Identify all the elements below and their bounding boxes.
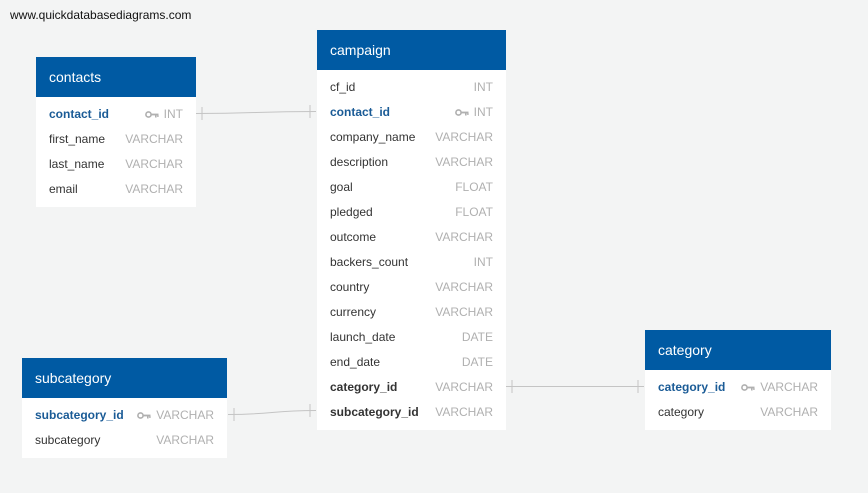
field-name: company_name xyxy=(330,130,416,144)
field-name: cf_id xyxy=(330,80,356,94)
field-name: launch_date xyxy=(330,330,396,344)
field-type: VARCHAR xyxy=(760,405,818,419)
field-row[interactable]: contact_id INT xyxy=(317,100,506,125)
field-row[interactable]: subcategory VARCHAR xyxy=(22,428,227,453)
field-type: VARCHAR xyxy=(760,380,818,394)
field-row[interactable]: cf_id INT xyxy=(317,75,506,100)
field-name: category_id xyxy=(330,380,398,394)
field-type: VARCHAR xyxy=(125,157,183,171)
field-type: INT xyxy=(473,105,493,119)
field-type: VARCHAR xyxy=(435,305,493,319)
field-row[interactable]: first_name VARCHAR xyxy=(36,127,196,152)
field-row[interactable]: pledged FLOAT xyxy=(317,200,506,225)
entity-title[interactable]: campaign xyxy=(317,30,506,70)
field-type: FLOAT xyxy=(455,180,493,194)
field-row[interactable]: country VARCHAR xyxy=(317,275,506,300)
field-type: VARCHAR xyxy=(156,433,214,447)
field-row[interactable]: company_name VARCHAR xyxy=(317,125,506,150)
field-name: category_id xyxy=(658,380,726,394)
field-row[interactable]: subcategory_id VARCHAR xyxy=(22,403,227,428)
field-type: VARCHAR xyxy=(435,405,493,419)
field-name: backers_count xyxy=(330,255,409,269)
watermark: www.quickdatabasediagrams.com xyxy=(10,8,192,22)
field-row[interactable]: contact_id INT xyxy=(36,102,196,127)
field-row[interactable]: email VARCHAR xyxy=(36,177,196,202)
field-name: contact_id xyxy=(49,107,110,121)
field-name: last_name xyxy=(49,157,105,171)
relation-subcategory-campaign xyxy=(227,410,317,415)
field-name: description xyxy=(330,155,389,169)
field-row[interactable]: end_date DATE xyxy=(317,350,506,375)
field-name: subcategory_id xyxy=(35,408,124,422)
field-name: country xyxy=(330,280,370,294)
relation-contacts-campaign xyxy=(195,111,317,114)
field-name: category xyxy=(658,405,705,419)
field-row[interactable]: outcome VARCHAR xyxy=(317,225,506,250)
field-row[interactable]: launch_date DATE xyxy=(317,325,506,350)
field-row[interactable]: currency VARCHAR xyxy=(317,300,506,325)
field-name: currency xyxy=(330,305,377,319)
field-type: INT xyxy=(473,255,493,269)
field-row[interactable]: category VARCHAR xyxy=(645,400,831,425)
field-type: DATE xyxy=(461,330,493,344)
field-row[interactable]: description VARCHAR xyxy=(317,150,506,175)
field-type: FLOAT xyxy=(455,205,493,219)
field-type: VARCHAR xyxy=(435,155,493,169)
field-type: VARCHAR xyxy=(435,280,493,294)
key-icon xyxy=(741,384,755,391)
field-row[interactable]: subcategory_id VARCHAR xyxy=(317,400,506,425)
entity-title[interactable]: category xyxy=(645,330,831,370)
field-row[interactable]: last_name VARCHAR xyxy=(36,152,196,177)
key-icon xyxy=(137,412,151,419)
field-type: VARCHAR xyxy=(125,132,183,146)
field-name: subcategory xyxy=(35,433,101,447)
field-name: subcategory_id xyxy=(330,405,419,419)
field-name: end_date xyxy=(330,355,381,369)
field-type: VARCHAR xyxy=(435,230,493,244)
field-name: email xyxy=(49,182,78,196)
entity-title[interactable]: contacts xyxy=(36,57,196,97)
field-row[interactable]: category_id VARCHAR xyxy=(317,375,506,400)
field-type: VARCHAR xyxy=(125,182,183,196)
field-type: DATE xyxy=(461,355,493,369)
field-row[interactable]: goal FLOAT xyxy=(317,175,506,200)
field-name: pledged xyxy=(330,205,373,219)
field-type: INT xyxy=(473,80,493,94)
field-name: outcome xyxy=(330,230,377,244)
field-type: VARCHAR xyxy=(435,130,493,144)
field-type: INT xyxy=(163,107,183,121)
key-icon xyxy=(455,109,469,116)
key-icon xyxy=(145,111,159,118)
entity-title[interactable]: subcategory xyxy=(22,358,227,398)
field-row[interactable]: backers_count INT xyxy=(317,250,506,275)
field-type: VARCHAR xyxy=(435,380,493,394)
field-type: VARCHAR xyxy=(156,408,214,422)
field-name: contact_id xyxy=(330,105,391,119)
field-row[interactable]: category_id VARCHAR xyxy=(645,375,831,400)
field-name: goal xyxy=(330,180,353,194)
field-name: first_name xyxy=(49,132,106,146)
